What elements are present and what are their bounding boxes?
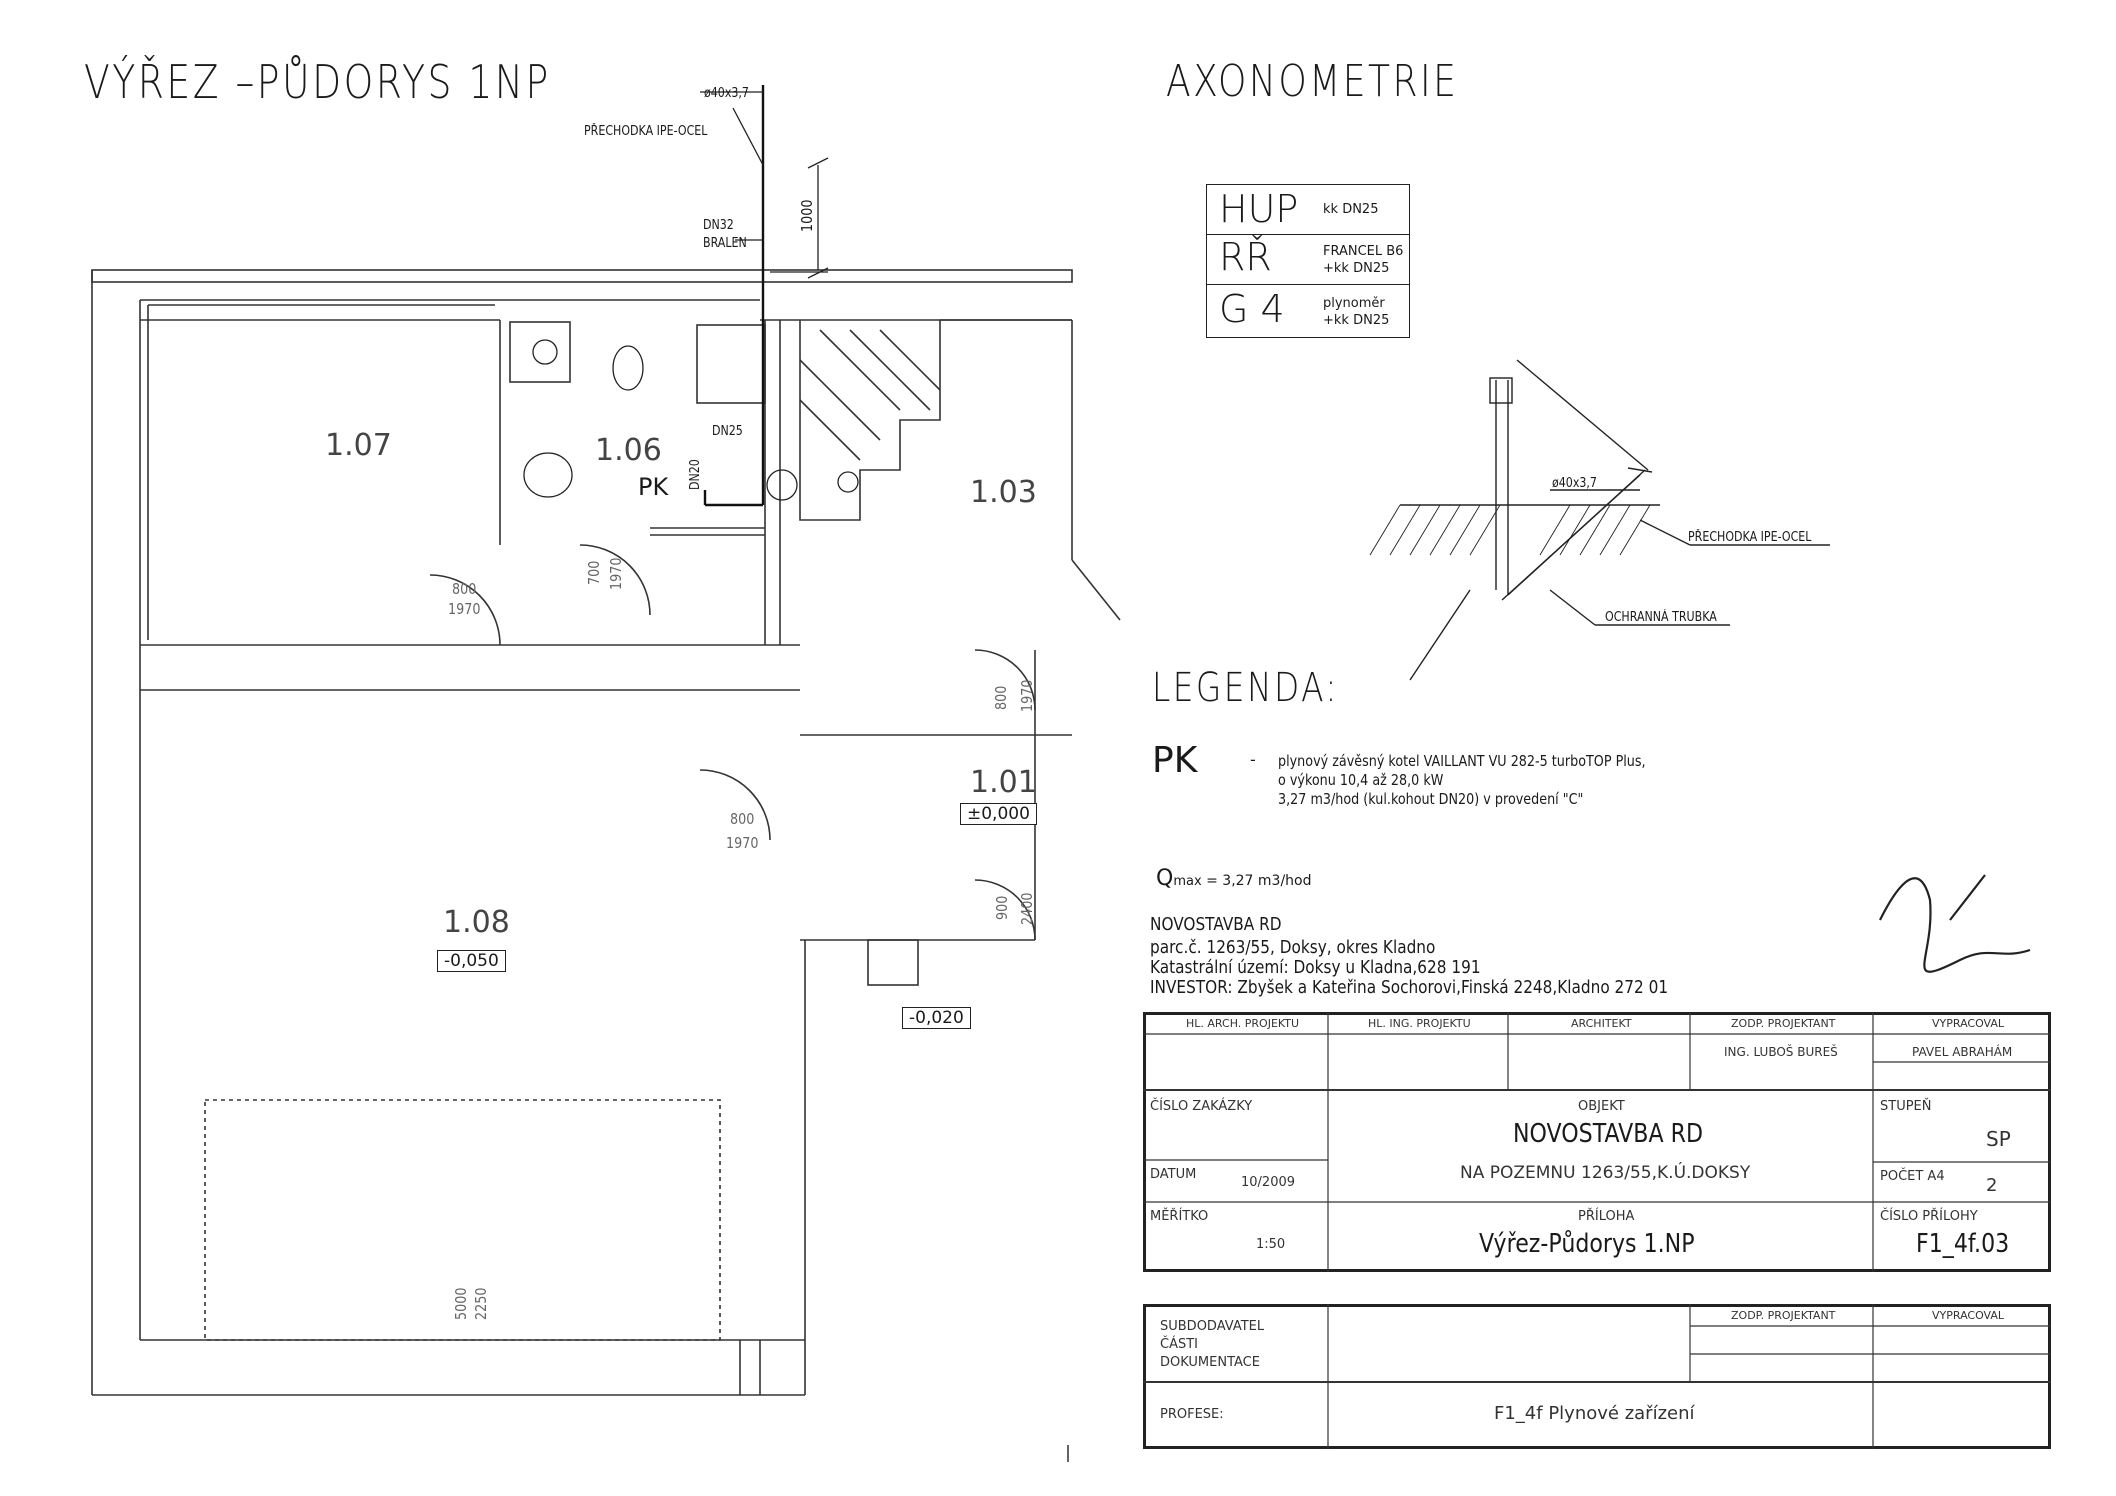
title-block-grid xyxy=(1143,1012,2051,1272)
objekt-label: OBJEKT xyxy=(1578,1099,1625,1114)
g4-label: G 4 xyxy=(1219,287,1285,331)
bralen-label: BRALEN xyxy=(703,236,747,251)
door-3-height: 1970 xyxy=(726,834,759,852)
meter-row-hup: HUP kk DN25 xyxy=(1207,185,1409,235)
project-line-3: Katastrální území: Doksy u Kladna,628 19… xyxy=(1150,957,1481,978)
qmax-q: Q xyxy=(1156,866,1174,891)
priloha-value: Výřez-Půdorys 1.NP xyxy=(1479,1229,1695,1259)
legend-pk: PK xyxy=(1152,740,1198,781)
level-outside: -0,020 xyxy=(902,1007,971,1029)
pocet-label: POČET A4 xyxy=(1880,1169,1945,1184)
sub-vypracoval-label: VYPRACOVAL xyxy=(1932,1309,2005,1322)
datum-label: DATUM xyxy=(1150,1167,1197,1182)
axo-pipe-label: ø40x3,7 xyxy=(1552,476,1597,491)
room-1-08: 1.08 xyxy=(443,905,510,940)
axo-sleeve-label: OCHRANNÁ TRUBKA xyxy=(1605,610,1717,625)
qmax-value: = 3,27 m3/hod xyxy=(1201,873,1312,889)
qmax-sub: max xyxy=(1173,874,1202,889)
project-line-2: parc.č. 1263/55, Doksy, okres Kladno xyxy=(1150,937,1436,958)
door-1-height: 1970 xyxy=(448,600,481,618)
rr-desc-2: +kk DN25 xyxy=(1323,261,1390,276)
door-2-width: 700 xyxy=(585,560,603,585)
cislo-prilohy-value: F1_4f.03 xyxy=(1916,1229,2010,1259)
cislo-prilohy-label: ČÍSLO PŘÍLOHY xyxy=(1880,1209,1978,1224)
garage-door-height: 2250 xyxy=(472,1287,490,1320)
door-2-height: 1970 xyxy=(607,557,625,590)
objekt-detail: NA POZEMNU 1263/55,K.Ú.DOKSY xyxy=(1460,1163,1751,1183)
door-1-width: 800 xyxy=(452,580,477,598)
legend-title: LEGENDA: xyxy=(1152,665,1339,711)
boiler-pk-label: PK xyxy=(638,473,669,501)
meter-row-g4: G 4 plynoměr +kk DN25 xyxy=(1207,285,1409,337)
dn25-label: DN25 xyxy=(712,424,743,439)
stupen-label: STUPEŇ xyxy=(1880,1099,1932,1114)
dimension-1000: 1000 xyxy=(798,199,816,232)
meritko-value: 1:50 xyxy=(1256,1237,1286,1252)
title-block: HL. ARCH. PROJEKTU HL. ING. PROJEKTU ARC… xyxy=(1143,1012,2051,1272)
profese-value: F1_4f Plynové zařízení xyxy=(1494,1403,1695,1424)
room-1-03: 1.03 xyxy=(970,475,1037,510)
door-3-width: 800 xyxy=(730,810,755,828)
meritko-label: MĚŘÍTKO xyxy=(1150,1209,1209,1224)
legend-line-2: o výkonu 10,4 až 28,0 kW xyxy=(1278,771,1444,789)
axonometry-title: AXONOMETRIE xyxy=(1166,56,1459,107)
hup-label: HUP xyxy=(1219,187,1299,231)
vypracoval-name: PAVEL ABRAHÁM xyxy=(1912,1045,2013,1059)
axo-transition-label: PŘECHODKA IPE-OCEL xyxy=(1688,530,1812,545)
qmax-label: Qmax = 3,27 m3/hod xyxy=(1156,866,1312,891)
vypracoval-label: VYPRACOVAL xyxy=(1932,1017,2005,1030)
priloha-label: PŘÍLOHA xyxy=(1578,1209,1635,1224)
subdodavatel-line-1: SUBDODAVATEL xyxy=(1160,1319,1265,1334)
hl-ing-label: HL. ING. PROJEKTU xyxy=(1368,1017,1471,1030)
legend-line-3: 3,27 m3/hod (kul.kohout DN20) v proveden… xyxy=(1278,790,1584,808)
plan-title: VÝŘEZ –PŮDORYS 1NP xyxy=(84,55,551,109)
subdodavatel-line-3: DOKUMENTACE xyxy=(1160,1355,1260,1370)
zodp-projektant-label: ZODP. PROJEKTANT xyxy=(1731,1017,1836,1030)
room-1-07: 1.07 xyxy=(325,428,392,463)
legend-line-1: plynový závěsný kotel VAILLANT VU 282-5 … xyxy=(1278,752,1646,770)
door-5-height: 2400 xyxy=(1018,892,1036,925)
datum-value: 10/2009 xyxy=(1241,1175,1296,1190)
g4-desc-2: +kk DN25 xyxy=(1323,313,1390,328)
room-1-01: 1.01 xyxy=(970,765,1037,800)
zodp-projektant-name: ING. LUBOŠ BUREŠ xyxy=(1724,1045,1838,1059)
legend-dash: - xyxy=(1250,750,1256,769)
subcontractor-block: SUBDODAVATEL ČÁSTI DOKUMENTACE ZODP. PRO… xyxy=(1143,1304,2051,1449)
project-line-1: NOVOSTAVBA RD xyxy=(1150,914,1282,935)
transition-label: PŘECHODKA IPE-OCEL xyxy=(584,124,708,139)
door-4-height: 1970 xyxy=(1018,679,1036,712)
project-line-4: INVESTOR: Zbyšek a Kateřina Sochorovi,Fi… xyxy=(1150,977,1669,998)
rr-desc-1: FRANCEL B6 xyxy=(1323,244,1404,259)
meter-row-rr: RŘ FRANCEL B6 +kk DN25 xyxy=(1207,235,1409,285)
room-1-06: 1.06 xyxy=(595,433,662,468)
level-1-01: ±0,000 xyxy=(960,803,1037,825)
architekt-label: ARCHITEKT xyxy=(1571,1017,1632,1030)
door-4-width: 800 xyxy=(992,685,1010,710)
sub-block-grid xyxy=(1143,1304,2051,1449)
dn32-label: DN32 xyxy=(703,218,734,233)
level-1-08: -0,050 xyxy=(437,950,506,972)
sub-zodp-projektant-label: ZODP. PROJEKTANT xyxy=(1731,1309,1836,1322)
pocet-value: 2 xyxy=(1986,1175,1998,1196)
objekt-value: NOVOSTAVBA RD xyxy=(1513,1119,1703,1149)
hup-desc: kk DN25 xyxy=(1323,202,1379,217)
zakazka-label: ČÍSLO ZAKÁZKY xyxy=(1150,1099,1253,1114)
garage-door-width: 5000 xyxy=(452,1287,470,1320)
hl-arch-label: HL. ARCH. PROJEKTU xyxy=(1186,1017,1300,1030)
meter-table: HUP kk DN25 RŘ FRANCEL B6 +kk DN25 G 4 p… xyxy=(1206,184,1410,338)
rr-label: RŘ xyxy=(1219,235,1272,279)
g4-desc-1: plynoměr xyxy=(1323,296,1385,311)
door-5-width: 900 xyxy=(993,895,1011,920)
stupen-value: SP xyxy=(1986,1127,2011,1151)
subdodavatel-line-2: ČÁSTI xyxy=(1160,1337,1198,1352)
profese-label: PROFESE: xyxy=(1160,1407,1224,1422)
dn20-label: DN20 xyxy=(688,459,703,490)
pipe-diameter-label: ø40x3,7 xyxy=(704,86,749,101)
